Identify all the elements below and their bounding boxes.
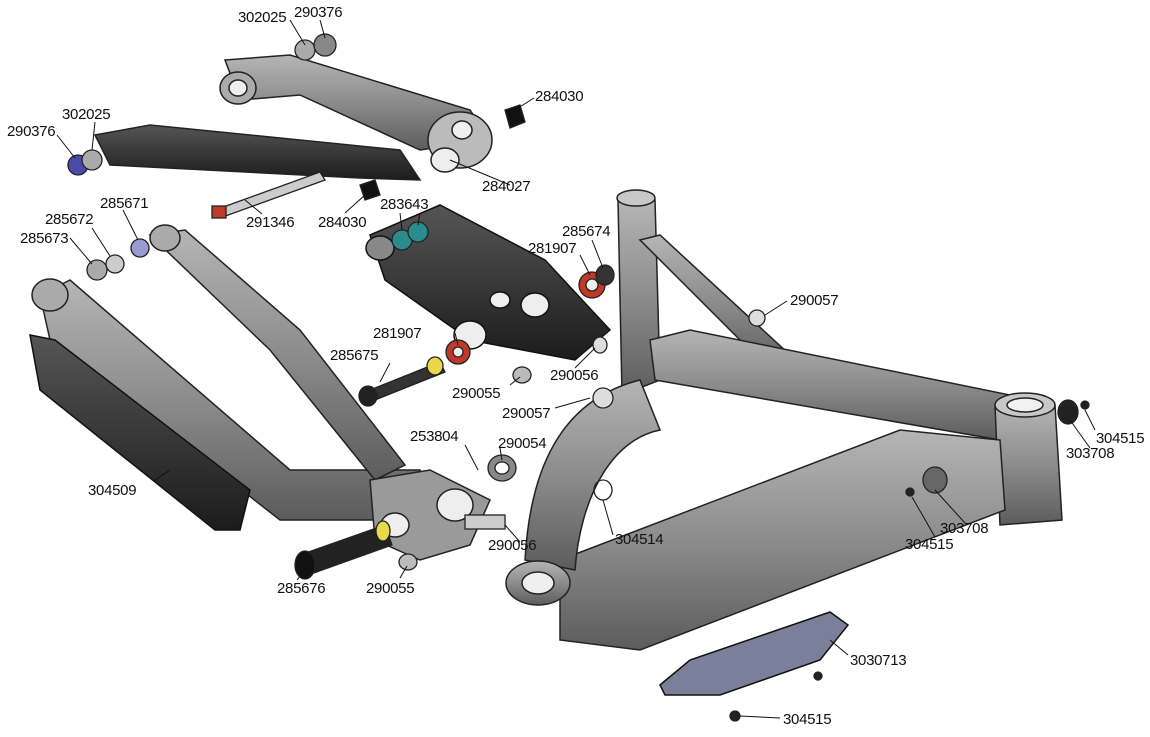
part-label: 304514 bbox=[615, 531, 664, 548]
part-label: 304515 bbox=[783, 711, 832, 728]
main-frame bbox=[505, 189, 1063, 651]
downtube-guard bbox=[659, 611, 850, 696]
part-label: 304515 bbox=[905, 536, 954, 553]
upper-main-tube bbox=[649, 329, 1042, 441]
seat-tube-top bbox=[616, 189, 656, 207]
part-label: 303708 bbox=[940, 520, 989, 537]
part-label: 281907 bbox=[528, 240, 577, 257]
part-label: 284030 bbox=[535, 88, 584, 105]
part-label: 283643 bbox=[380, 196, 429, 213]
part-label: 285673 bbox=[20, 230, 69, 247]
part-label: 302025 bbox=[238, 9, 287, 26]
part-label: 290055 bbox=[366, 580, 415, 597]
part-label: 285672 bbox=[45, 211, 94, 228]
part-label: 3030713 bbox=[850, 652, 907, 669]
part-label: 290055 bbox=[452, 385, 501, 402]
part-label: 304515 bbox=[1096, 430, 1145, 447]
chainstay-guard bbox=[29, 334, 251, 531]
part-label: 290376 bbox=[7, 123, 56, 140]
part-label: 290056 bbox=[488, 537, 537, 554]
part-label: 253804 bbox=[410, 428, 459, 445]
part-label: 290376 bbox=[294, 4, 343, 21]
part-label: 281907 bbox=[373, 325, 422, 342]
part-label: 290056 bbox=[550, 367, 599, 384]
part-label: 285676 bbox=[277, 580, 326, 597]
down-tube bbox=[559, 429, 1006, 651]
part-label: 290057 bbox=[790, 292, 839, 309]
part-label: 284030 bbox=[318, 214, 367, 231]
leader-lines bbox=[56, 19, 1096, 719]
part-label: 285671 bbox=[100, 195, 149, 212]
upper-rocker-link bbox=[93, 54, 493, 181]
part-label: 304509 bbox=[88, 482, 137, 499]
part-label: 291346 bbox=[246, 214, 295, 231]
part-label: 290054 bbox=[498, 435, 547, 452]
curved-tube bbox=[524, 379, 662, 571]
part-label: 284027 bbox=[482, 178, 531, 195]
part-label: 285675 bbox=[330, 347, 379, 364]
part-label: 285674 bbox=[562, 223, 611, 240]
part-label: 303708 bbox=[1066, 445, 1115, 462]
part-label: 290057 bbox=[502, 405, 551, 422]
part-label: 302025 bbox=[62, 106, 111, 123]
